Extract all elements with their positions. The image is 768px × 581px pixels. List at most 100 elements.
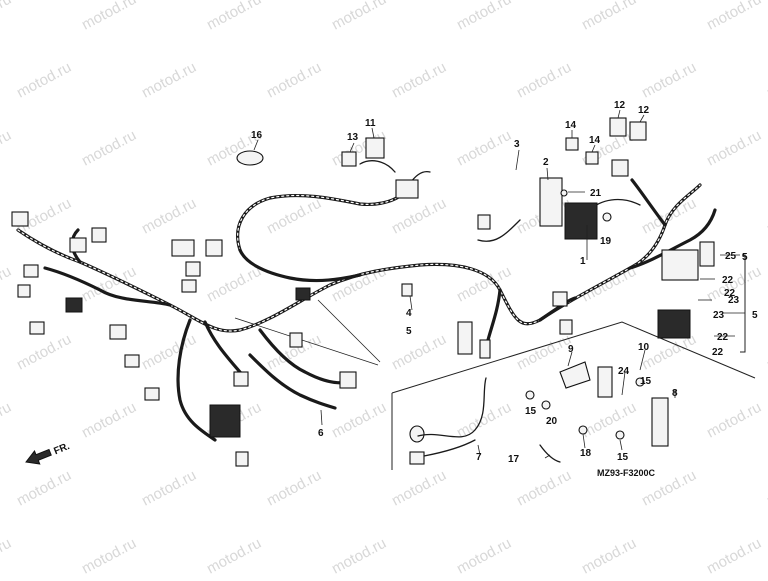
- bolt-18: [578, 425, 588, 435]
- watermark-text: motod.ru: [329, 535, 389, 576]
- connector-part: [409, 451, 425, 465]
- watermark-text: motod.ru: [204, 535, 264, 576]
- bolt-15: [525, 390, 535, 400]
- connector-part: [109, 324, 127, 340]
- callout-5-main: 5: [406, 326, 412, 337]
- callout-4: 4: [406, 308, 412, 319]
- callout-19: 19: [600, 236, 612, 247]
- watermark-text: motod.ru: [389, 467, 449, 510]
- watermark-text: motod.ru: [639, 59, 699, 102]
- watermark-text: motod.ru: [764, 467, 768, 510]
- connector-part: [233, 371, 249, 387]
- watermark-text: motod.ru: [14, 467, 74, 510]
- watermark-text: motod.ru: [264, 59, 324, 102]
- bolt-15: [635, 377, 645, 387]
- connector-part: [205, 239, 223, 257]
- connector-part: [17, 284, 31, 298]
- front-direction-indicator: FR.: [25, 441, 72, 465]
- connector-part: [289, 332, 303, 348]
- connector-part: [11, 211, 29, 227]
- callout-22-a: 22: [722, 275, 734, 286]
- connector-part: [185, 261, 201, 277]
- callout-15-a: 15: [525, 406, 537, 417]
- connector-part: [29, 321, 45, 335]
- inset-frame: [234, 299, 756, 470]
- callout-7: 7: [476, 452, 482, 463]
- watermark-text: motod.ru: [204, 0, 264, 34]
- relay-part: [341, 151, 357, 167]
- watermark-text: motod.ru: [79, 0, 139, 34]
- watermark-text: motod.ru: [764, 195, 768, 238]
- callout-5-upper: 5: [742, 252, 748, 263]
- watermark-text: motod.ru: [139, 467, 199, 510]
- starter-relay: [651, 397, 669, 447]
- watermark-text: motod.ru: [14, 59, 74, 102]
- callout-12-right: 12: [638, 105, 650, 116]
- callout-6: 6: [318, 428, 324, 439]
- watermark-text: motod.ru: [514, 59, 574, 102]
- connector-part: [235, 451, 249, 467]
- callout-23-a: 23: [728, 295, 740, 306]
- watermark-text: motod.ru: [454, 127, 514, 170]
- callout-24: 24: [618, 366, 630, 377]
- callout-2: 2: [543, 157, 549, 168]
- watermark-text: motod.ru: [79, 535, 139, 576]
- bracket-9: [559, 361, 591, 389]
- callout-20: 20: [546, 416, 558, 427]
- connector-part: [401, 283, 413, 297]
- watermark-text: motod.ru: [264, 195, 324, 238]
- watermark-text: motod.ru: [389, 331, 449, 374]
- connector-part: [457, 321, 473, 355]
- callout-22-b: 22: [724, 288, 736, 299]
- relay-part: [585, 151, 599, 165]
- sub-harness-7-branch: [423, 439, 476, 457]
- fuse-box: [661, 249, 699, 281]
- watermark-text: motod.ru: [0, 535, 14, 576]
- relay-part: [565, 137, 579, 151]
- callout-9: 9: [568, 344, 574, 355]
- connector-part: [65, 297, 83, 313]
- watermark-text: motod.ru: [139, 59, 199, 102]
- watermark-text: motod.ru: [764, 331, 768, 374]
- connector-part: [144, 387, 160, 401]
- bolt-21: [560, 189, 568, 197]
- connector-part: [181, 279, 197, 293]
- regulator-rectifier: [564, 202, 598, 240]
- relay-part: [365, 137, 385, 159]
- connector-part: [339, 371, 357, 389]
- connectors: [11, 117, 715, 467]
- watermark-text: motod.ru: [389, 195, 449, 238]
- callout-25: 25: [725, 251, 737, 262]
- wire-band-17: [539, 444, 561, 463]
- watermark-text: motod.ru: [204, 263, 264, 306]
- callout-21: 21: [590, 188, 602, 199]
- watermark-text: motod.ru: [264, 467, 324, 510]
- callout-15-c: 15: [640, 376, 652, 387]
- fuse-cover: [699, 241, 715, 267]
- watermark-text: motod.ru: [704, 535, 764, 576]
- junction-block: [209, 404, 241, 438]
- watermark-text: motod.ru: [0, 127, 14, 170]
- relay-part: [629, 121, 647, 141]
- watermark-text: motod.ru: [329, 0, 389, 34]
- relay-part: [609, 117, 627, 137]
- bolt-15: [615, 430, 625, 440]
- connector-part: [477, 214, 491, 230]
- watermark-text: motod.ru: [454, 0, 514, 34]
- watermark-text: motod.ru: [0, 399, 14, 442]
- bracket-part: [539, 177, 563, 227]
- wire-band-16: [236, 150, 264, 166]
- connector-part: [559, 319, 573, 335]
- callout-1: 1: [580, 256, 586, 267]
- callout-5-lower: 5: [752, 310, 758, 321]
- connector-part: [395, 179, 419, 199]
- watermark-text: motod.ru: [0, 0, 14, 34]
- watermark-text: motod.ru: [704, 399, 764, 442]
- watermark-text: motod.ru: [579, 399, 639, 442]
- watermark-text: motod.ru: [389, 59, 449, 102]
- callout-10: 10: [638, 342, 650, 353]
- watermark-text: motod.ru: [79, 127, 139, 170]
- callout-22-d: 22: [712, 347, 724, 358]
- watermark-text: motod.ru: [514, 467, 574, 510]
